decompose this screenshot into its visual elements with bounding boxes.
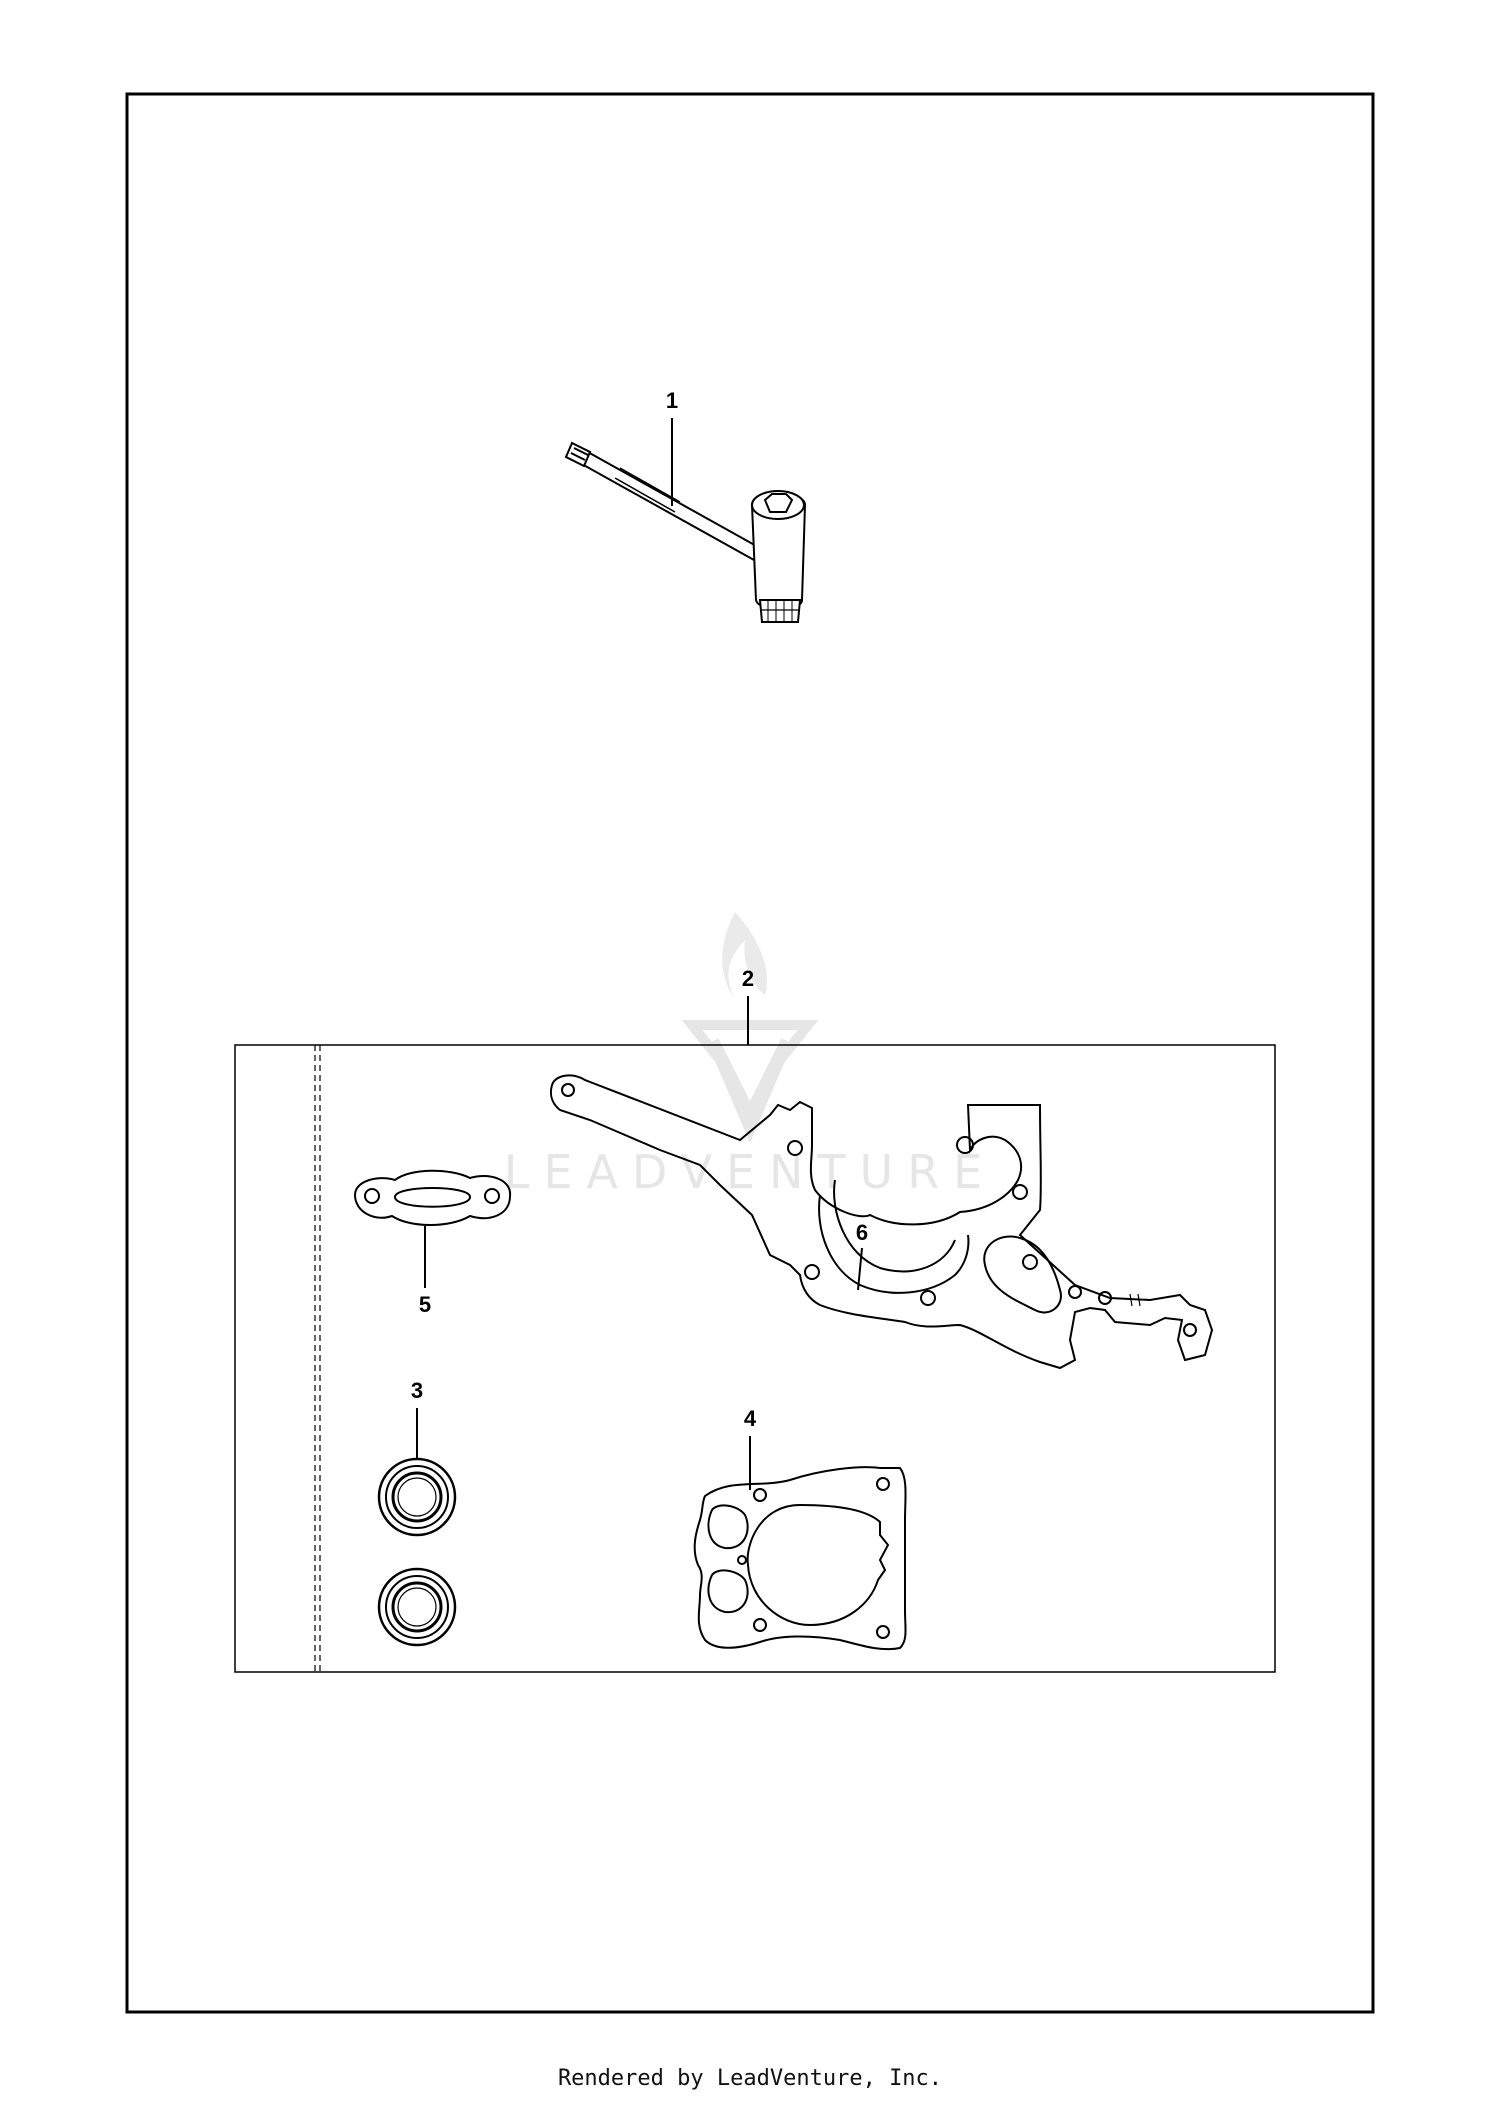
crankcase-gasket	[550, 1074, 1214, 1370]
seal-ring-lower	[377, 1567, 457, 1647]
cylinder-base-gasket	[693, 1466, 907, 1651]
footer-credit: Rendered by LeadVenture, Inc.	[557, 2066, 943, 2091]
leader-line-6	[857, 1247, 863, 1291]
callout-1: 1	[666, 388, 678, 413]
muffler-gasket	[353, 1169, 512, 1226]
kit-bag-outline	[234, 1044, 1276, 1673]
page-frame	[125, 92, 1375, 2014]
seal-ring-upper	[377, 1457, 457, 1537]
watermark-text: LEADVENTURE	[504, 1145, 997, 1199]
watermark-logo	[681, 912, 819, 1143]
callout-6: 6	[856, 1220, 868, 1245]
callout-5: 5	[419, 1292, 431, 1317]
gasket-kit-bag	[234, 1044, 1276, 1673]
callout-3: 3	[411, 1378, 423, 1403]
combination-spanner-tool	[564, 441, 807, 623]
callout-2: 2	[742, 966, 754, 991]
callout-4: 4	[744, 1406, 757, 1431]
